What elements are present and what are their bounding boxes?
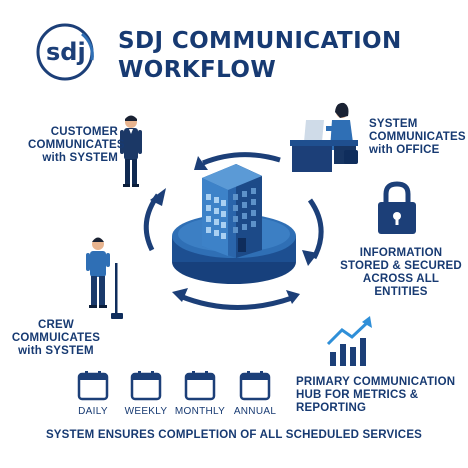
- right-arrow-icon: [307, 198, 324, 260]
- hub-label-line-2: HUB FOR METRICS &: [296, 389, 419, 401]
- system-office-line-3: with OFFICE: [369, 144, 440, 156]
- logo-text: sdj: [46, 38, 86, 66]
- information-line-3: ACROSS ALL ENTITIES: [362, 273, 440, 298]
- lock-icon: [378, 181, 416, 234]
- office-worker-icon: [290, 102, 358, 172]
- hub-label-line-1: PRIMARY COMMUNICATION: [296, 376, 456, 388]
- bottom-right-arrowhead-icon: [286, 290, 300, 304]
- title-line-1: SDJ COMMUNICATION: [118, 28, 402, 54]
- information-line-1: INFORMATION: [359, 247, 443, 259]
- calendar-daily-icon: [77, 371, 109, 401]
- schedule-daily-label: DAILY: [78, 406, 108, 417]
- crew-worker-icon: [86, 237, 123, 319]
- system-office-line-2: COMMUNICATES: [369, 131, 466, 143]
- customer-label-line-2: COMMUNICATES: [28, 139, 125, 151]
- bottom-arrow-icon: [179, 293, 293, 311]
- top-arrow-icon: [202, 152, 281, 166]
- hub-label-line-3: REPORTING: [296, 402, 367, 414]
- calendar-weekly-icon: [130, 371, 162, 401]
- left-arrowhead-icon: [150, 188, 166, 206]
- schedule-annual-label: ANNUAL: [233, 406, 277, 417]
- hub-label: PRIMARY COMMUNICATION HUB FOR METRICS & …: [296, 376, 464, 415]
- customer-label-line-3: with SYSTEM: [42, 152, 118, 164]
- page-title: SDJ COMMUNICATION WORKFLOW: [118, 27, 458, 85]
- information-line-2: STORED & SECURED: [340, 260, 462, 272]
- crew-label-line-2: COMMUICATES: [11, 332, 101, 344]
- system-office-label: SYSTEM COMMUNICATES with OFFICE: [369, 118, 466, 157]
- schedule-monthly-label: MONTHLY: [174, 406, 226, 417]
- sdj-logo: sdj: [36, 23, 94, 81]
- crew-label: CREW COMMUICATES with SYSTEM: [6, 319, 106, 358]
- customer-figure-icon: [120, 115, 142, 187]
- bottom-left-arrowhead-icon: [172, 288, 188, 302]
- growth-chart-icon: [326, 316, 372, 366]
- footer-caption: SYSTEM ENSURES COMPLETION OF ALL SCHEDUL…: [45, 429, 423, 441]
- calendar-annual-icon: [239, 371, 271, 401]
- calendar-monthly-icon: [184, 371, 216, 401]
- information-label: INFORMATION STORED & SECURED ACROSS ALL …: [336, 247, 466, 299]
- crew-label-line-1: CREW: [38, 319, 74, 331]
- customer-label: CUSTOMER COMMUNICATES with SYSTEM: [28, 126, 125, 165]
- office-building-icon: [202, 164, 262, 258]
- system-office-line-1: SYSTEM: [369, 118, 418, 130]
- title-line-2: WORKFLOW: [118, 57, 277, 83]
- crew-label-line-3: with SYSTEM: [18, 345, 94, 357]
- schedule-weekly-label: WEEKLY: [124, 406, 168, 417]
- customer-label-line-1: CUSTOMER: [50, 126, 118, 138]
- left-arrow-icon: [143, 193, 161, 252]
